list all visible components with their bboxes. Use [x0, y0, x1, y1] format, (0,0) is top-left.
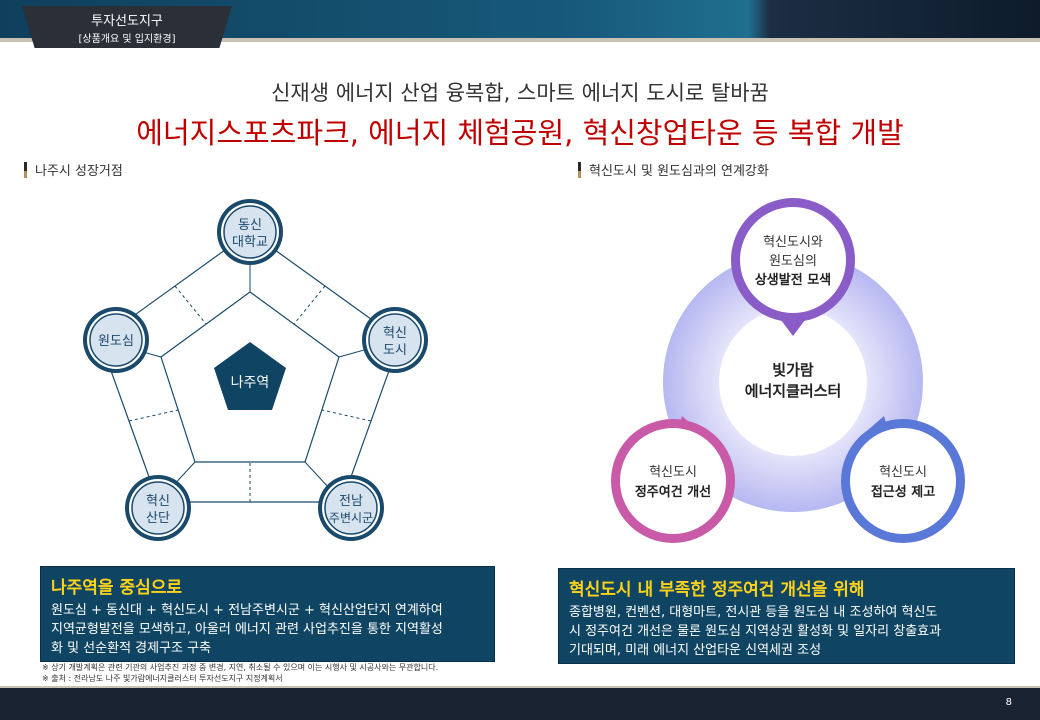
right-section-title: 혁신도시 및 원도심과의 연계강화	[589, 164, 769, 179]
right-circle-line2: 접근성 제고	[871, 484, 935, 500]
node-old-downtown: 원도심	[83, 307, 149, 373]
headline-line-2: 에너지스포츠파크, 에너지 체험공원, 혁신창업타운 등 복합 개발	[136, 116, 904, 150]
footer-bar	[0, 688, 1040, 720]
left-info-line-2: 지역균형발전을 모색하고, 아울러 에너지 관련 사업추진을 통한 지역활성	[51, 622, 443, 637]
inner-pentagon	[160, 291, 340, 463]
heading-bar-icon	[24, 161, 27, 178]
cluster-center-circle	[719, 308, 867, 456]
right-circle: 혁신도시 접근성 제고	[841, 416, 965, 543]
top-circle-line2: 원도심의	[769, 254, 817, 269]
right-info-box: 혁신도시 내 부족한 정주여건 개선을 위해 종합병원, 컨벤션, 대형마트, …	[558, 568, 1015, 664]
top-accent-line	[0, 38, 1040, 42]
left-circle-line1: 혁신도시	[649, 465, 697, 480]
footer-accent-line	[0, 686, 1040, 689]
left-section-heading: 나주시 성장거점	[24, 160, 123, 179]
linkage-diagram: 빛가람 에너지클러스터 혁신도시와 원도심의 상생발전 모색 혁신도시 정주여건…	[611, 198, 965, 543]
left-circle: 혁신도시 정주여건 개선	[611, 416, 735, 543]
section-tab-title: 투자선도지구	[91, 14, 163, 29]
node-innovation-complex: 혁신 산단	[125, 475, 191, 541]
node-right-line1: 혁신	[383, 326, 407, 341]
left-section-title: 나주시 성장거점	[35, 164, 123, 179]
footnote-1: ※ 상기 개발계획은 관련 기관의 사업추진 과정 중 변경, 지연, 취소될 …	[42, 663, 439, 672]
node-left-line1: 원도심	[98, 334, 134, 349]
node-jeonnam-counties: 전남 주변시군	[318, 475, 384, 541]
heading-bar-icon	[578, 161, 581, 178]
top-circle: 혁신도시와 원도심의 상생발전 모색	[731, 198, 855, 336]
node-dongsin-university: 동신 대학교	[217, 199, 283, 265]
right-circle-line1: 혁신도시	[879, 465, 927, 480]
left-circle-line2: 정주여건 개선	[635, 484, 711, 500]
node-bottom-right-line1: 전남	[339, 494, 363, 509]
right-section-heading: 혁신도시 및 원도심과의 연계강화	[578, 160, 769, 179]
right-info-line-1: 종합병원, 컨벤션, 대형마트, 전시관 등을 원도심 내 조성하여 혁신도	[569, 605, 938, 620]
right-info-line-2: 시 정주여건 개선은 물론 원도심 지역상권 활성화 및 일자리 창출효과	[569, 624, 942, 639]
cluster-center-line1: 빛가람	[772, 361, 814, 379]
headline-line-1: 신재생 에너지 산업 융복합, 스마트 에너지 도시로 탈바꿈	[271, 81, 769, 105]
footnotes: ※ 상기 개발계획은 관련 기관의 사업추진 과정 중 변경, 지연, 취소될 …	[42, 662, 438, 684]
section-tab: 투자선도지구 [상품개요 및 입지환경]	[22, 6, 232, 48]
left-info-line-1: 원도심 + 동신대 + 혁신도시 + 전남주변시군 + 혁신산업단지 연계하여	[51, 603, 443, 618]
node-right-line2: 도시	[383, 343, 407, 358]
center-label: 나주역	[231, 375, 270, 391]
page-number: 8	[1005, 697, 1012, 708]
footnote-2: ※ 출처 : 전라남도 나주 빛가람에너지클러스터 투자선도지구 지정계획서	[42, 674, 283, 683]
node-bottom-left-line2: 산단	[146, 511, 170, 526]
left-info-box: 나주역을 중심으로 원도심 + 동신대 + 혁신도시 + 전남주변시군 + 혁신…	[40, 566, 495, 662]
growth-hub-diagram: 나주역 동신 대학교 혁신 도시 전남 주변시군 혁신 산단 원도심	[83, 199, 428, 541]
section-tab-subtitle: [상품개요 및 입지환경]	[78, 34, 176, 45]
top-circle-line1: 혁신도시와	[763, 235, 823, 250]
node-innovation-city: 혁신 도시	[362, 307, 428, 373]
right-info-line-3: 기대되며, 미래 에너지 산업타운 신역세권 조성	[569, 643, 822, 658]
top-circle-line3: 상생발전 모색	[755, 272, 831, 288]
cluster-center-line2: 에너지클러스터	[745, 382, 842, 400]
node-top-line1: 동신	[238, 218, 262, 233]
left-info-title: 나주역을 중심으로	[51, 578, 183, 598]
node-bottom-right-line2: 주변시군	[329, 511, 373, 525]
center-pentagon	[214, 342, 286, 410]
node-top-line2: 대학교	[232, 235, 268, 250]
left-info-line-3: 화 및 선순환적 경제구조 구축	[51, 641, 212, 656]
node-bottom-left-line1: 혁신	[146, 494, 170, 509]
right-info-title: 혁신도시 내 부족한 정주여건 개선을 위해	[569, 580, 865, 600]
